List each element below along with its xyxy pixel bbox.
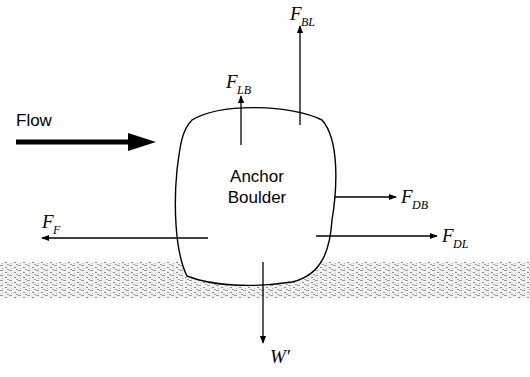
force-subscript: DL [453, 238, 468, 250]
force-symbol: F [290, 4, 302, 23]
boulder-shape: Anchor Boulder [172, 100, 342, 290]
force-subscript: BL [301, 16, 315, 28]
force-subscript: F [53, 224, 60, 236]
force-symbol: F [42, 212, 54, 231]
boulder-outline [175, 108, 335, 286]
weight-symbol: W′ [270, 347, 290, 366]
boulder-label: Anchor Boulder [212, 166, 302, 209]
flow-arrow [16, 140, 132, 145]
force-subscript: DB [412, 199, 428, 211]
force-subscript: LB [237, 84, 251, 96]
drag-force-arrow [335, 196, 396, 197]
buoyancy-force-arrow [299, 26, 300, 125]
force-symbol: F [401, 187, 413, 206]
drag-force-arrow [316, 235, 437, 236]
flow-arrowhead [128, 133, 156, 151]
force-symbol: F [226, 72, 238, 91]
force-symbol: F [442, 226, 454, 245]
flow-label: Flow [16, 112, 52, 129]
